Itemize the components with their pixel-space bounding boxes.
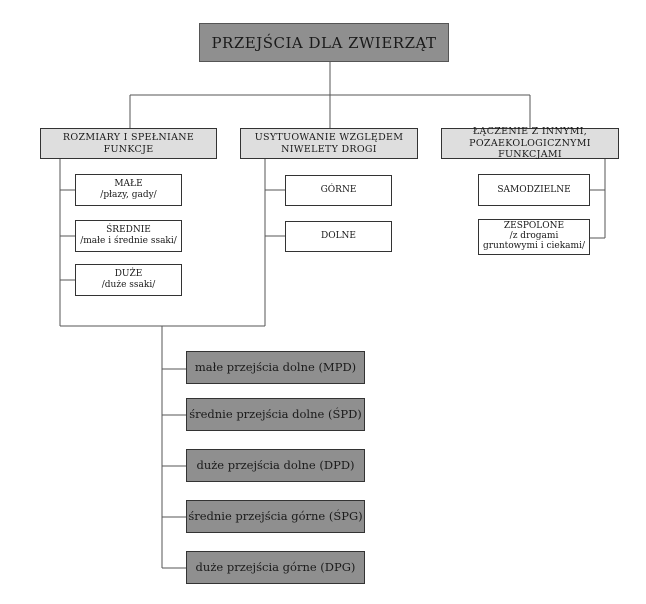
combining-item-standalone: SAMODZIELNE: [478, 174, 590, 206]
size-item-large-desc: /duże ssaki/: [101, 280, 156, 290]
size-item-small: MAŁE /płazy, gady/: [75, 174, 182, 206]
combining-item-standalone-label: SAMODZIELNE: [497, 184, 571, 195]
combining-item-combined: ZESPOLONE /z drogami gruntowymi i ciekam…: [478, 219, 590, 255]
combining-item-combined-name: ZESPOLONE: [503, 221, 565, 232]
type-large-upper: duże przejścia górne (DPG): [186, 551, 365, 584]
type-small-lower-label: małe przejścia dolne (MPD): [194, 359, 357, 374]
root-title: PRZEJŚCIA DLA ZWIERZĄT: [211, 33, 437, 52]
type-medium-upper: średnie przejścia górne (ŚPG): [186, 500, 365, 533]
type-medium-lower-label: średnie przejścia dolne (ŚPD): [189, 406, 362, 421]
position-item-lower: DOLNE: [285, 221, 392, 252]
size-item-large: DUŻE /duże ssaki/: [75, 264, 182, 296]
type-small-lower: małe przejścia dolne (MPD): [186, 351, 365, 384]
size-item-large-name: DUŻE: [114, 269, 143, 280]
size-item-small-desc: /płazy, gady/: [100, 190, 157, 200]
size-item-medium-name: ŚREDNIE: [106, 225, 151, 236]
type-medium-upper-label: średnie przejścia górne (ŚPG): [188, 508, 363, 523]
size-item-medium-desc: /małe i średnie ssaki/: [80, 236, 177, 246]
combining-item-combined-desc2: gruntowymi i ciekami/: [482, 240, 585, 251]
position-item-lower-label: DOLNE: [320, 231, 356, 242]
category-combining-line2: POZAEKOLOGICZNYMI FUNKCJAMI: [469, 137, 591, 161]
root-node: PRZEJŚCIA DLA ZWIERZĄT: [199, 23, 449, 62]
type-large-lower-label: duże przejścia dolne (DPD): [196, 457, 355, 472]
category-combining: ŁĄCZENIE Z INNYMI, POZAEKOLOGICZNYMI FUN…: [441, 126, 619, 161]
position-item-upper-label: GÓRNE: [320, 185, 357, 196]
category-position-line2: NIWELETY DROGI: [281, 143, 377, 155]
type-large-lower: duże przejścia dolne (DPD): [186, 449, 365, 482]
size-item-small-name: MAŁE: [114, 179, 143, 190]
type-large-upper-label: duże przejścia górne (DPG): [195, 559, 356, 574]
combining-item-combined-desc1: /z drogami: [509, 231, 559, 242]
position-item-upper: GÓRNE: [285, 175, 392, 206]
category-position: USYTUOWANIE WZGLĘDEM NIWELETY DROGI: [240, 128, 418, 159]
type-medium-lower: średnie przejścia dolne (ŚPD): [186, 398, 365, 431]
category-size: ROZMIARY I SPEŁNIANE FUNKCJE: [40, 128, 217, 159]
size-item-medium: ŚREDNIE /małe i średnie ssaki/: [75, 220, 182, 252]
category-size-label: ROZMIARY I SPEŁNIANE FUNKCJE: [62, 132, 195, 155]
category-combining-line1: ŁĄCZENIE Z INNYMI,: [472, 126, 588, 138]
category-position-line1: USYTUOWANIE WZGLĘDEM: [254, 132, 404, 144]
